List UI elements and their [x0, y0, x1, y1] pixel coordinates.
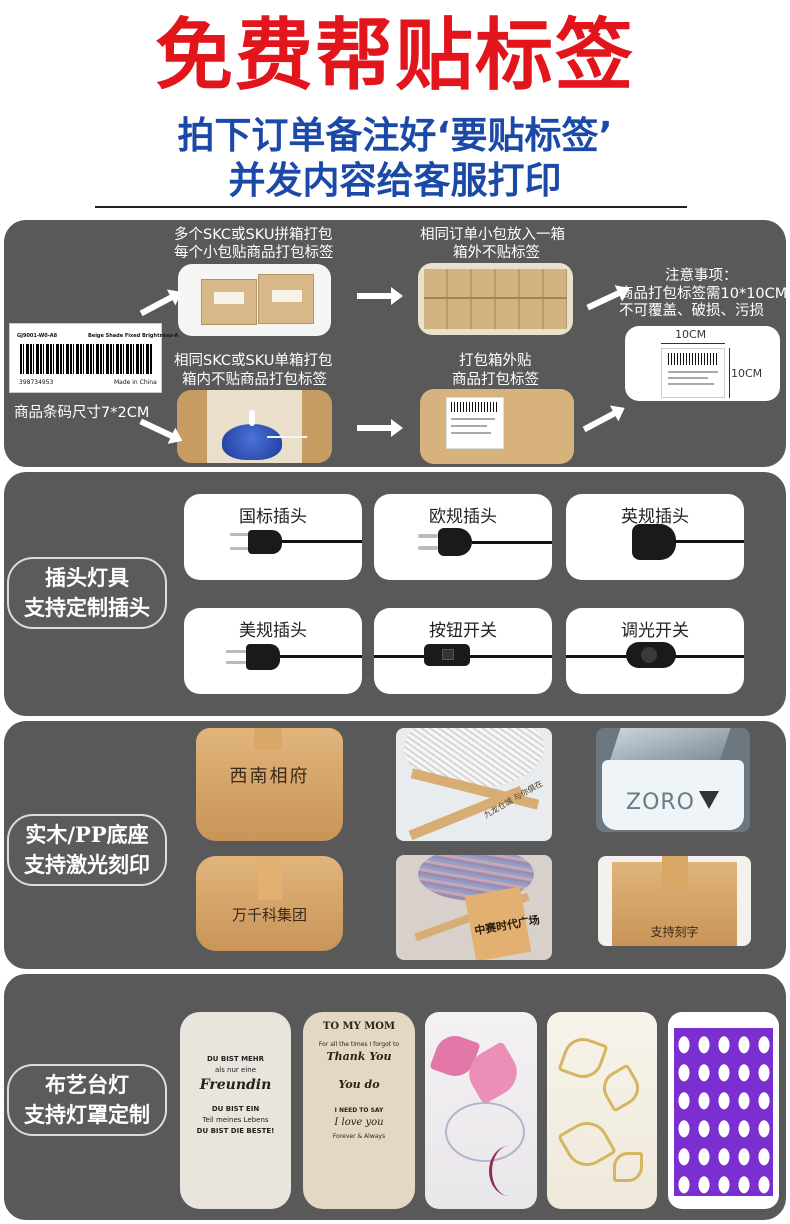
plug-pill-line-2: 支持定制插头: [24, 595, 150, 620]
barcode-label: GJ9001-W0-A8 Beige Shade Fixed Brightnes…: [9, 323, 178, 393]
subtitle-line-1: 拍下订单备注好‘要贴标签’: [177, 114, 613, 157]
plug-name: 英规插头: [621, 507, 689, 527]
notice-line-1: 商品打包标签需10*10CM: [619, 286, 788, 302]
plug-card-eu: 欧规插头: [374, 494, 552, 580]
shade-text: DU BIST EIN: [211, 1105, 260, 1113]
shade-text: Teil meines Lebens: [202, 1116, 269, 1124]
base-engraving: 支持刻字: [650, 925, 699, 939]
plug-card-uk: 英规插头: [566, 494, 744, 580]
base-photo-2: 九龙仓城 与你俱在: [396, 728, 552, 841]
plug-uk-icon: [632, 524, 676, 560]
subtitle-line-2: 并发内容给客服打印: [228, 159, 562, 202]
base-engraving: 西南相府: [229, 766, 310, 787]
shade-text: DU BIST MEHR: [206, 1055, 265, 1063]
plug-name: 按钮开关: [429, 621, 497, 641]
arrow-icon: [357, 287, 403, 305]
plug-cn-icon: [248, 530, 282, 554]
arrow-icon: [357, 419, 403, 437]
shade-4: [547, 1012, 657, 1209]
page-title: 免费帮贴标签: [154, 10, 635, 101]
shade-3: [425, 1012, 537, 1209]
shade-text: Forever & Always: [332, 1133, 386, 1140]
plug-card-us: 美规插头: [184, 608, 362, 694]
shade-text: als nur eine: [214, 1066, 257, 1074]
plug-name: 欧规插头: [429, 507, 497, 527]
fox-icon: [699, 791, 719, 809]
shade-pill-line-2: 支持灯罩定制: [24, 1102, 150, 1127]
plug-pill: 插头灯具 支持定制插头: [7, 557, 167, 629]
label-sample: 10CM 10CM: [625, 326, 780, 401]
shade-text: I love you: [334, 1117, 384, 1128]
step2-caption-1: 相同订单小包放入一箱: [420, 227, 565, 243]
step1-caption-1: 多个SKC或SKU拼箱打包: [174, 227, 333, 243]
barcode-number: 398734953: [19, 379, 54, 386]
step4-photo: [420, 389, 574, 464]
step2-caption-2: 箱外不贴标签: [453, 245, 540, 261]
shade-2: TO MY MOM For all the times I forgot to …: [303, 1012, 415, 1209]
plug-name: 美规插头: [239, 621, 307, 641]
step3-caption-1: 相同SKC或SKU单箱打包: [174, 353, 333, 369]
base-photo-3: ZORO: [596, 728, 750, 832]
barcode-sku: GJ9001-W0-A8: [17, 333, 58, 339]
step1-photo: [178, 264, 331, 336]
plug-eu-icon: [438, 528, 472, 556]
step2-photo: [418, 263, 573, 335]
shade-text: Freundin: [199, 1077, 272, 1093]
step3-photo: [177, 390, 332, 463]
shade-text: I NEED TO SAY: [334, 1107, 384, 1114]
shade-text: Thank You: [326, 1050, 392, 1063]
plug-name: 国标插头: [239, 507, 307, 527]
base-pill-line-1: 实木/PP底座: [25, 822, 149, 847]
step4-caption-2: 商品打包标签: [452, 372, 539, 388]
shade-text: You do: [338, 1078, 380, 1091]
shade-5: [668, 1012, 779, 1209]
base-photo-1: 西南相府: [196, 728, 343, 841]
dim-height-label: 10CM: [731, 367, 763, 380]
barcode-origin: Made in China: [114, 379, 157, 386]
base-pill-line-2: 支持激光刻印: [24, 852, 150, 877]
base-pill: 实木/PP底座 支持激光刻印: [7, 814, 167, 886]
base-engraving: ZORO: [626, 790, 695, 815]
step4-caption-1: 打包箱外贴: [459, 353, 532, 369]
base-photo-4: 万千科集团: [196, 856, 343, 951]
base-engraving: 万千科集团: [231, 906, 307, 924]
switch-card-dimmer: 调光开关: [566, 608, 744, 694]
plug-us-icon: [246, 644, 280, 670]
shade-text: DU BIST DIE BESTE!: [196, 1127, 275, 1135]
plug-name: 调光开关: [621, 621, 689, 641]
plug-pill-line-1: 插头灯具: [45, 565, 129, 590]
step1-caption-2: 每个小包贴商品打包标签: [174, 245, 334, 261]
base-photo-5: 中赛时代广场: [396, 855, 552, 960]
header-divider: [95, 206, 687, 208]
dim-width-label: 10CM: [675, 328, 707, 341]
shade-text: For all the times I forgot to: [318, 1041, 400, 1048]
notice-title: 注意事项：: [665, 268, 738, 284]
switch-card-button: 按钮开关: [374, 608, 552, 694]
barcode-size-caption: 商品条码尺寸7*2CM: [14, 405, 150, 421]
shade-text: TO MY MOM: [322, 1021, 396, 1032]
shade-1: DU BIST MEHR als nur eine Freundin DU BI…: [180, 1012, 291, 1209]
shade-pill: 布艺台灯 支持灯罩定制: [7, 1064, 167, 1136]
step3-caption-2: 箱内不贴商品打包标签: [182, 372, 327, 388]
base-photo-6: 支持刻字: [598, 856, 751, 946]
plug-card-cn: 国标插头: [184, 494, 362, 580]
shade-pill-line-1: 布艺台灯: [45, 1072, 129, 1097]
barcode-desc: Beige Shade Fixed Brightness-A: [88, 333, 179, 339]
barcode-bars: [20, 344, 152, 374]
notice-line-2: 不可覆盖、破损、污损: [619, 303, 764, 319]
